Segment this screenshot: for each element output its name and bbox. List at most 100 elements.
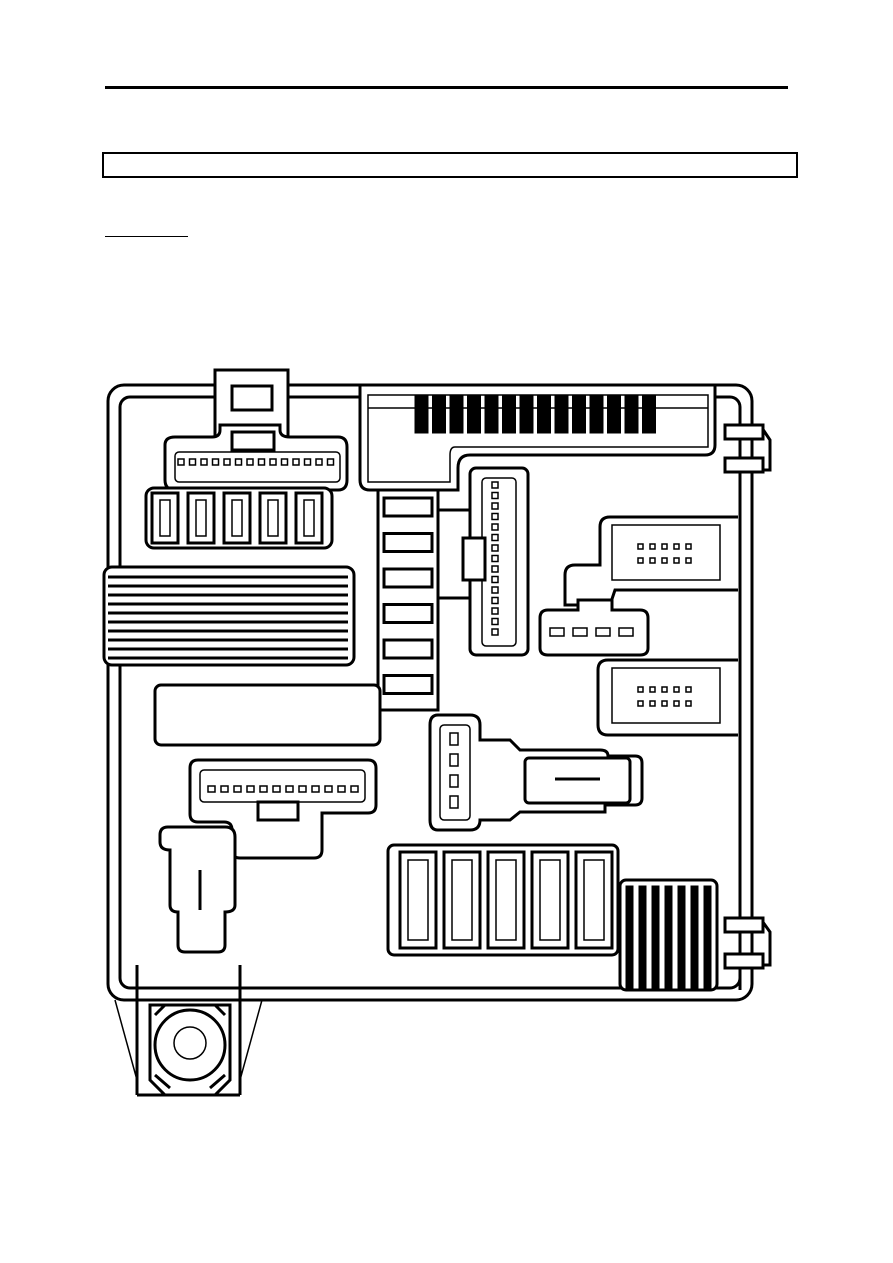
fuse-row-2 — [153, 683, 382, 747]
fuse — [150, 491, 180, 545]
fuse-column — [376, 488, 440, 712]
pin — [637, 543, 644, 550]
sub-heading — [105, 220, 188, 237]
pin — [326, 458, 335, 466]
pin — [491, 481, 499, 489]
fuse-window — [267, 499, 279, 537]
fuse-row-1-fuses — [150, 491, 324, 545]
connector-right-lower — [596, 658, 738, 737]
connector-lower-left-latch — [256, 800, 300, 822]
pin — [491, 554, 499, 563]
relay-socket — [158, 825, 237, 954]
fuse — [382, 567, 434, 589]
connector-right-upper — [563, 515, 738, 607]
maxi-fuse — [442, 850, 482, 950]
pin — [661, 686, 668, 693]
pin — [200, 458, 208, 466]
pin — [177, 458, 185, 466]
pin — [549, 627, 565, 637]
pin — [673, 557, 680, 564]
pin — [491, 586, 499, 594]
pin — [673, 543, 680, 550]
maxi-fuse — [574, 850, 614, 950]
pin — [649, 700, 656, 707]
pin — [350, 785, 359, 793]
relay-terminal — [572, 395, 586, 434]
pin — [257, 458, 266, 466]
pin — [223, 458, 231, 466]
pin — [661, 543, 668, 550]
comb-bar — [690, 885, 699, 989]
pin — [246, 785, 255, 793]
maxi-fuse-window — [539, 859, 561, 941]
pin — [661, 700, 668, 707]
pin — [649, 543, 656, 550]
pin — [207, 785, 216, 793]
comb-bar — [625, 885, 634, 989]
connector-top-left-pins — [177, 458, 335, 466]
pin — [637, 686, 644, 693]
clip-bottom — [723, 916, 772, 970]
fuse — [186, 491, 216, 545]
section-title-box — [102, 152, 798, 178]
pin — [618, 627, 634, 637]
pin — [673, 686, 680, 693]
pin — [211, 458, 220, 466]
relay-terminal — [554, 395, 569, 434]
comb-bar — [703, 885, 712, 989]
relay-terminal — [502, 395, 516, 434]
connector-center-pins — [449, 732, 459, 809]
pin — [269, 458, 277, 466]
fuse — [382, 496, 434, 518]
pin — [637, 557, 644, 564]
pin — [315, 458, 323, 466]
pin — [491, 617, 499, 626]
maxi-fuse-window — [583, 859, 605, 941]
clip-top — [723, 423, 772, 474]
relay-terminal — [624, 395, 639, 434]
pin — [220, 785, 229, 793]
pin — [449, 753, 459, 767]
connector-small — [538, 598, 650, 657]
pin — [188, 458, 197, 466]
connector-right-lower-pins — [637, 686, 692, 707]
header-rule — [105, 86, 788, 89]
maxi-fuse — [530, 850, 570, 950]
pin — [491, 523, 499, 531]
relay-terminal — [642, 395, 656, 434]
connector-vertical-latch — [461, 536, 487, 582]
terminal-comb-bars — [625, 885, 712, 989]
pin — [661, 557, 668, 564]
connector-right-upper-inner — [611, 524, 721, 581]
maxi-fuse-window — [407, 859, 429, 941]
comb-bar — [677, 885, 686, 989]
pin — [259, 785, 268, 793]
comb-bar — [638, 885, 647, 989]
connector-vertical-pins — [491, 481, 499, 636]
ribbon-lines — [108, 575, 348, 660]
connector-center-inner — [439, 724, 471, 821]
pin — [303, 458, 312, 466]
connector-top-left-latch — [230, 430, 276, 452]
pin — [491, 596, 499, 605]
relay-terminal — [537, 395, 551, 434]
fuse — [382, 638, 434, 660]
fuse — [382, 603, 434, 624]
pin — [246, 458, 254, 466]
relay-terminal — [449, 395, 464, 434]
pin — [637, 700, 644, 707]
relay-terminals — [414, 395, 656, 434]
connector-small-pins — [549, 627, 634, 637]
pin — [272, 785, 281, 793]
top-tab-latch — [230, 384, 274, 412]
pin — [449, 774, 459, 788]
relay-terminal — [432, 395, 446, 434]
pin — [234, 458, 243, 466]
pin — [449, 732, 459, 746]
pin — [491, 607, 499, 615]
fuse-window — [231, 499, 243, 537]
pin — [685, 557, 692, 564]
pin — [491, 533, 499, 542]
fuse-window — [195, 499, 207, 537]
pin — [685, 700, 692, 707]
